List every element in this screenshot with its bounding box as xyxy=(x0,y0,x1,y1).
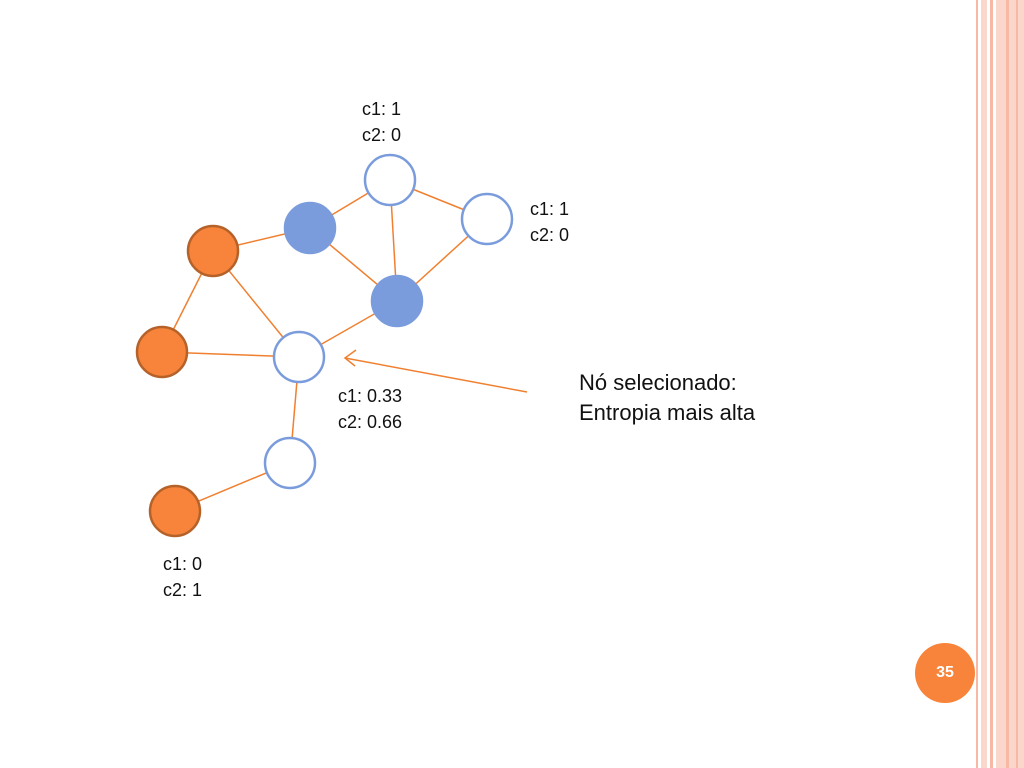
node-orange1 xyxy=(186,224,240,278)
frame-stripe-1 xyxy=(976,0,978,768)
bottom-node-c1: c1: 0 xyxy=(163,554,203,574)
callout-line-1: Nó selecionado: xyxy=(579,370,737,395)
page-number: 35 xyxy=(936,664,954,681)
right-node-c2: c2: 0 xyxy=(530,225,570,245)
top-node-c1: c1: 1 xyxy=(362,99,402,119)
right-node-c1: c1: 1 xyxy=(530,199,570,219)
callout-line-2: Entropia mais alta xyxy=(579,400,756,425)
page-number-badge: 35 xyxy=(915,643,975,703)
node-selected xyxy=(272,330,326,384)
node-orange2 xyxy=(135,325,189,379)
top-node-label: c1: 1 c2: 0 xyxy=(362,96,401,148)
node-right xyxy=(460,192,514,246)
node-top xyxy=(363,153,417,207)
selected-node-label: c1: 0.33 c2: 0.66 xyxy=(338,383,402,435)
frame-stripe-4 xyxy=(996,0,1024,768)
node-orange3 xyxy=(148,484,202,538)
node-blue2 xyxy=(370,274,424,328)
callout-arrow-head xyxy=(343,349,357,367)
nodes-layer xyxy=(135,153,514,538)
frame-stripe-3 xyxy=(990,0,993,768)
frame-stripe-2 xyxy=(981,0,987,768)
node-blue1 xyxy=(283,201,337,255)
frame-stripe-6 xyxy=(1016,0,1018,768)
right-node-label: c1: 1 c2: 0 xyxy=(530,196,569,248)
node-lower xyxy=(263,436,317,490)
callout-arrow xyxy=(344,357,528,393)
top-node-c2: c2: 0 xyxy=(362,125,402,145)
bottom-node-label: c1: 0 c2: 1 xyxy=(163,551,202,603)
frame-stripe-5 xyxy=(1006,0,1009,768)
selected-node-callout: Nó selecionado: Entropia mais alta xyxy=(579,368,755,428)
selected-node-c1: c1: 0.33 xyxy=(338,386,403,406)
selected-node-c2: c2: 0.66 xyxy=(338,412,403,432)
bottom-node-c2: c2: 1 xyxy=(163,580,203,600)
